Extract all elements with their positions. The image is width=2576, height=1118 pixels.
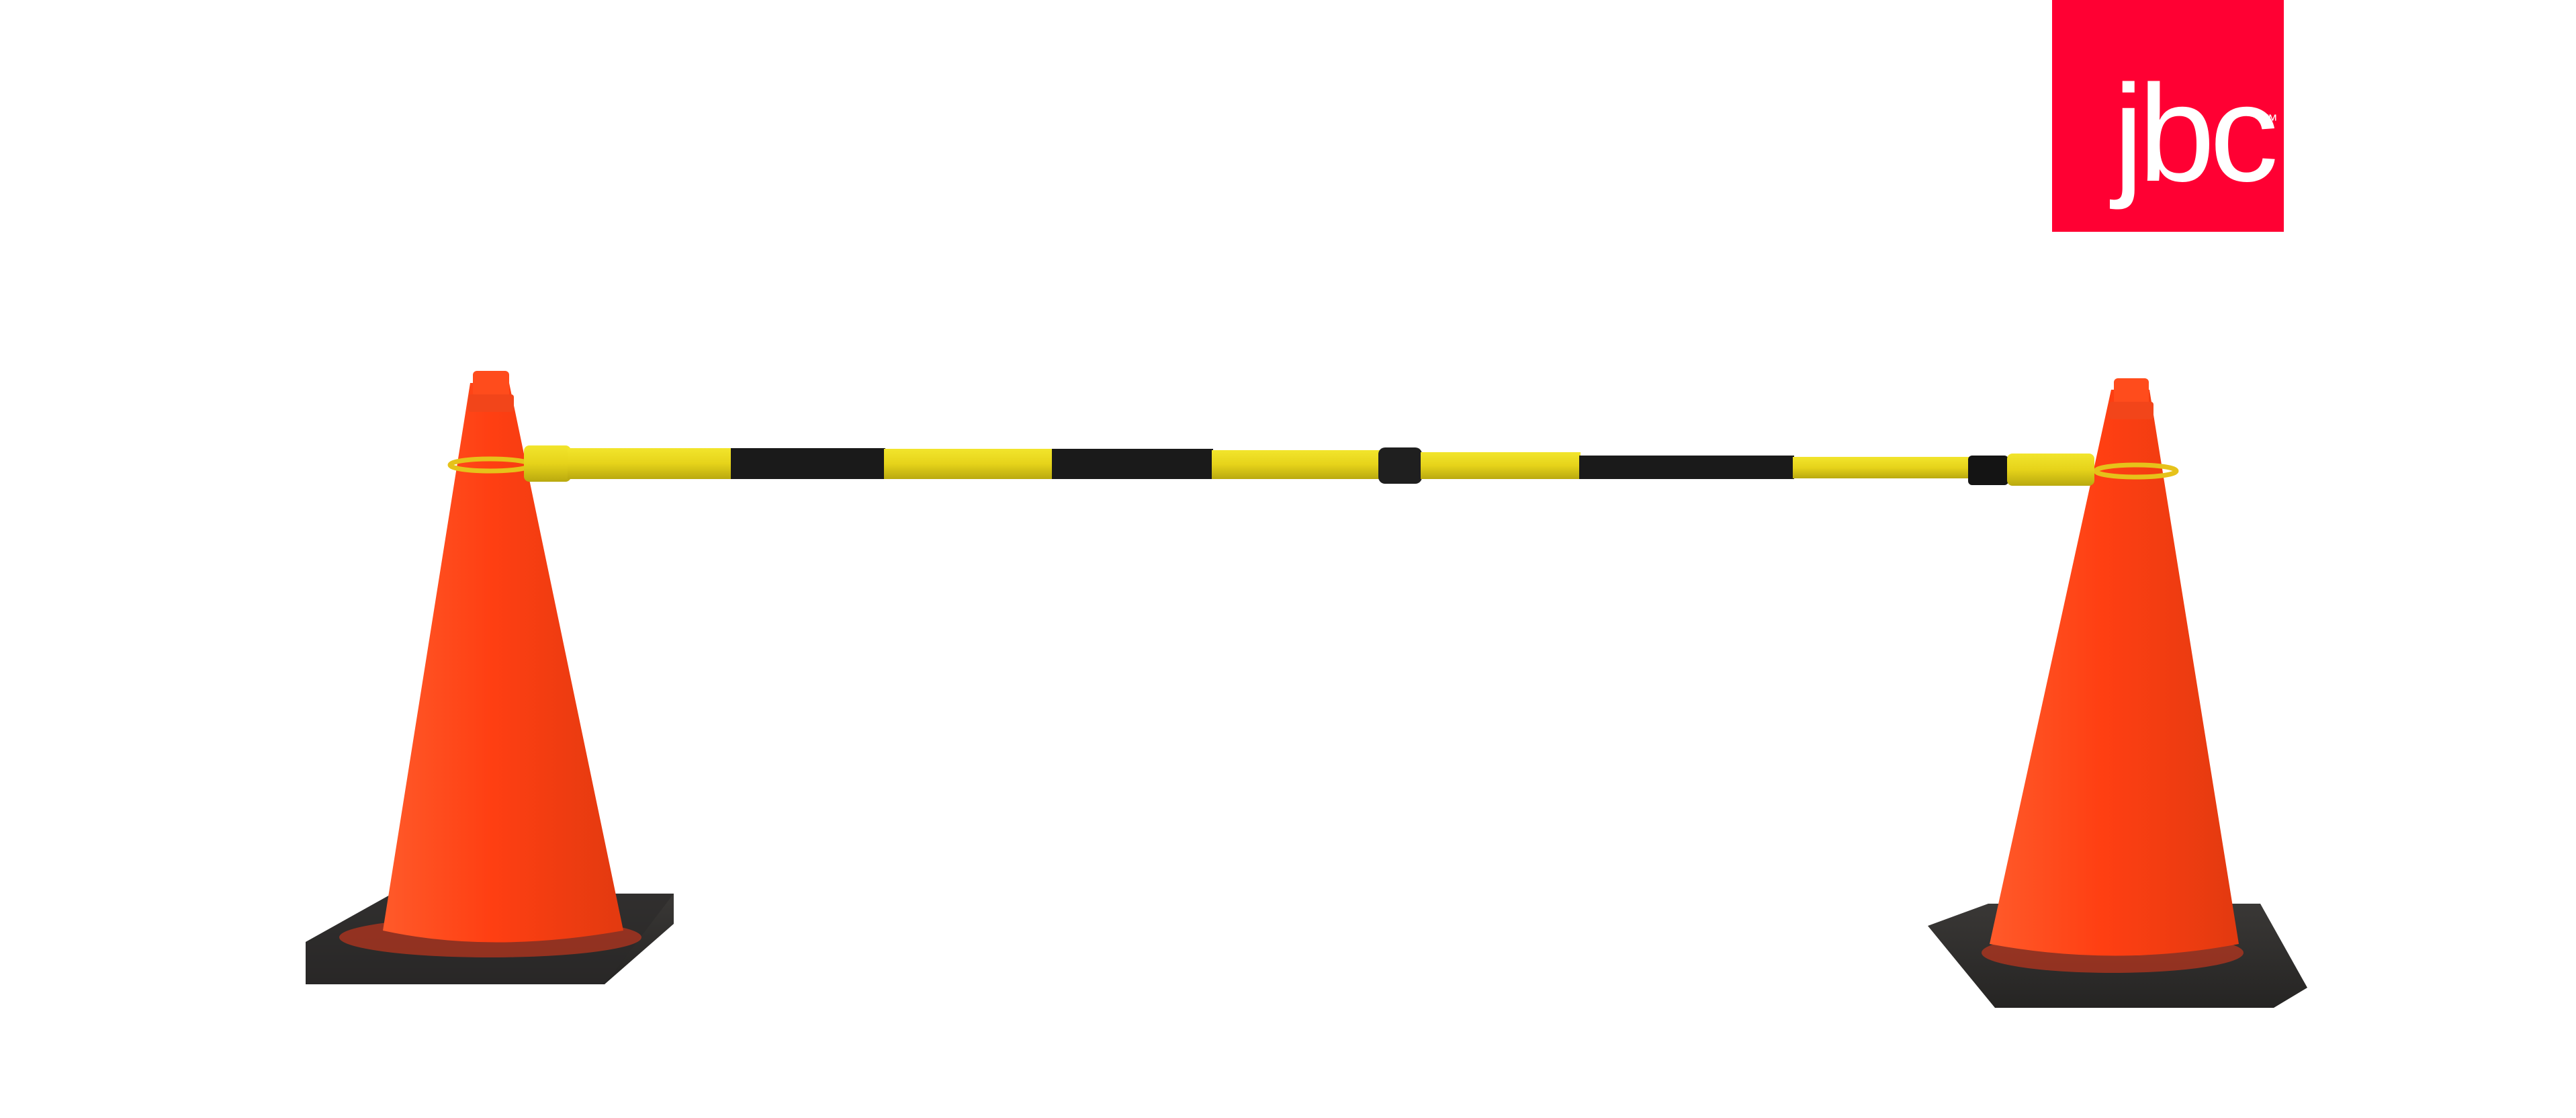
logo-text: jbc xyxy=(2113,56,2278,210)
right-traffic-cone xyxy=(1928,378,2307,1008)
jbc-logo: jbc ™ xyxy=(2052,0,2284,232)
striped-barrier-bar xyxy=(447,445,2179,486)
right-cone-body xyxy=(1990,390,2239,956)
trademark-symbol: ™ xyxy=(2262,112,2278,130)
left-cone-body xyxy=(383,383,623,943)
left-traffic-cone xyxy=(306,371,674,984)
